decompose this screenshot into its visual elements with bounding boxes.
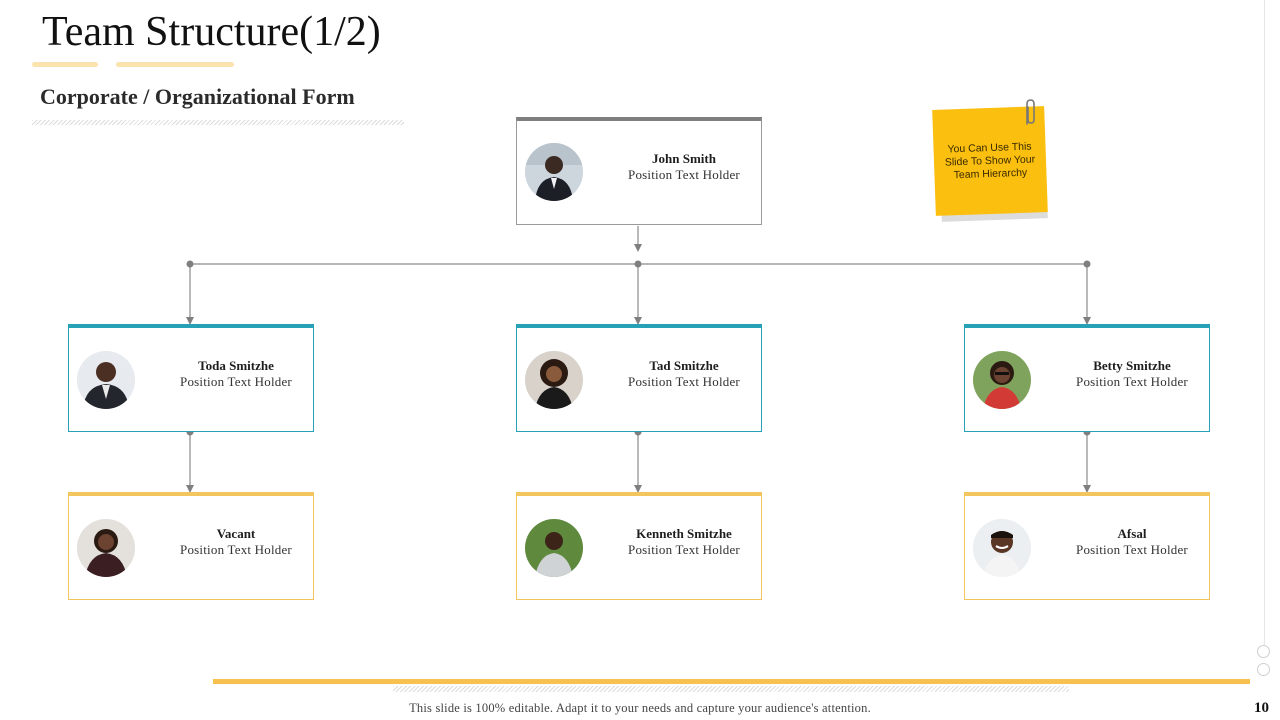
card-name: Vacant xyxy=(216,526,256,541)
card-name: John Smith xyxy=(652,151,716,166)
card-name: Afsal xyxy=(1117,526,1147,541)
slide-nav-circle-icon xyxy=(1257,663,1270,676)
avatar-photo xyxy=(525,519,583,577)
card-position: Position Text Holder xyxy=(628,167,740,182)
slide-title: Team Structure(1/2) xyxy=(42,9,381,55)
card-position: Position Text Holder xyxy=(1076,374,1188,389)
avatar-photo xyxy=(77,519,135,577)
slide-nav-circle-icon xyxy=(1257,645,1270,658)
connector-node-dot xyxy=(186,260,194,268)
avatar-photo xyxy=(525,351,583,409)
org-card-staff[interactable]: Kenneth Smitzhe Position Text Holder xyxy=(516,492,762,600)
org-card-manager[interactable]: Betty Smitzhe Position Text Holder xyxy=(964,324,1210,432)
title-underline-accent xyxy=(32,62,98,67)
paperclip-icon xyxy=(1026,99,1035,125)
card-position: Position Text Holder xyxy=(1076,542,1188,557)
card-name: Toda Smitzhe xyxy=(198,358,274,373)
card-name: Betty Smitzhe xyxy=(1093,358,1171,373)
connector-node-dot xyxy=(634,260,642,268)
org-card-manager[interactable]: Toda Smitzhe Position Text Holder xyxy=(68,324,314,432)
connector-node-dot xyxy=(1083,260,1091,268)
card-position: Position Text Holder xyxy=(180,374,292,389)
card-name: Kenneth Smitzhe xyxy=(636,526,732,541)
card-position: Position Text Holder xyxy=(628,542,740,557)
footer-note: This slide is 100% editable. Adapt it to… xyxy=(409,701,871,715)
slide-subtitle: Corporate / Organizational Form xyxy=(40,84,355,109)
avatar-photo xyxy=(525,143,583,201)
page-number: 10 xyxy=(1254,700,1269,716)
org-card-staff[interactable]: Afsal Position Text Holder xyxy=(964,492,1210,600)
avatar-photo xyxy=(973,351,1031,409)
org-card-head[interactable]: John Smith Position Text Holder xyxy=(516,117,762,225)
right-edge-rule xyxy=(1264,0,1265,645)
title-underline-accent xyxy=(116,62,234,67)
avatar-photo xyxy=(973,519,1031,577)
card-position: Position Text Holder xyxy=(628,374,740,389)
footer-hatch-divider xyxy=(393,686,1069,692)
org-card-staff[interactable]: Vacant Position Text Holder xyxy=(68,492,314,600)
org-card-manager[interactable]: Tad Smitzhe Position Text Holder xyxy=(516,324,762,432)
card-position: Position Text Holder xyxy=(180,542,292,557)
avatar-photo xyxy=(77,351,135,409)
card-name: Tad Smitzhe xyxy=(649,358,719,373)
footer-accent-bar xyxy=(213,679,1250,684)
sticky-note-text: You Can Use This Slide To Show Your Team… xyxy=(944,140,1036,181)
subtitle-hatch-divider xyxy=(32,120,404,125)
